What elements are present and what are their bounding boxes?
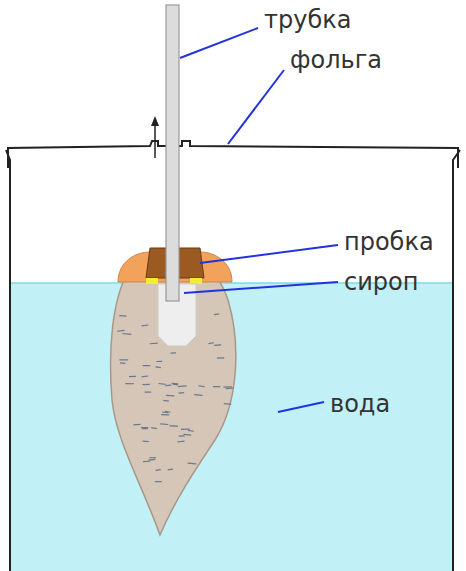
part-label: вода [330, 392, 390, 416]
part-label: пробка [344, 230, 434, 254]
part-label: сироп [344, 270, 418, 294]
beaker [6, 150, 460, 571]
root [111, 270, 236, 535]
arrow [151, 116, 159, 126]
foil [8, 141, 458, 168]
part-label: фольга [290, 48, 382, 72]
tube [166, 5, 179, 301]
part-label: трубка [264, 8, 351, 32]
leader-lines [180, 28, 338, 412]
